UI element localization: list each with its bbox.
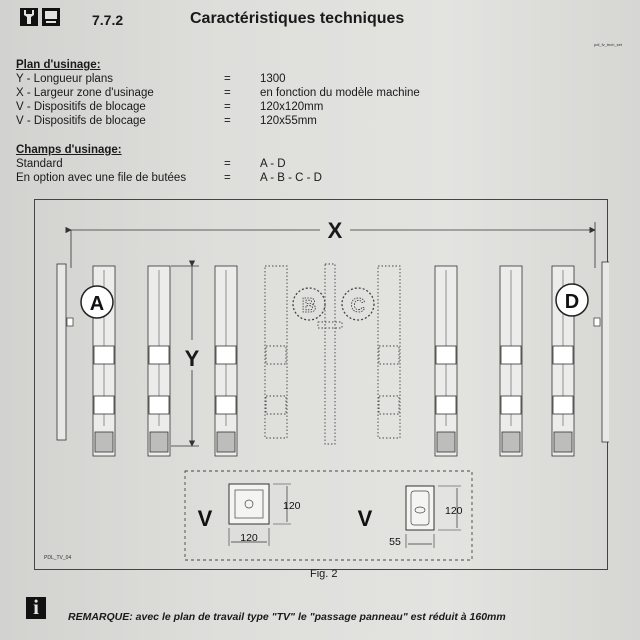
info-icon: i: [26, 595, 46, 619]
field-a-marker: A: [80, 285, 114, 319]
v-label-1: V: [198, 506, 213, 531]
vacuum-cup-120x120: V 120 120: [198, 483, 301, 546]
dim-120-width: 120: [240, 532, 258, 544]
spec-value: en fonction du modèle machine: [260, 87, 420, 99]
left-fence: [56, 263, 74, 441]
machine-table-figure: X Y: [34, 199, 612, 570]
spec-label: V - Dispositifs de blocage: [16, 115, 146, 127]
field-d-label: D: [565, 291, 579, 313]
spec-label: X - Largeur zone d'usinage: [16, 87, 154, 99]
blocking-devices-box: [184, 470, 473, 561]
right-fence: [593, 261, 612, 443]
y-label: Y: [185, 346, 200, 371]
section-number: 7.7.2: [92, 12, 124, 28]
x-dimension: X: [65, 218, 596, 268]
spec-label: En option avec une file de butées: [16, 172, 187, 184]
v-label-2: V: [358, 506, 373, 531]
spec-equals: =: [224, 73, 231, 85]
vacuum-cup-120x55: V 120 55: [358, 485, 463, 548]
spec-value: A - B - C - D: [260, 172, 322, 184]
console-2: [147, 265, 171, 457]
field-a-label: A: [90, 293, 104, 315]
wrench-icon: [20, 8, 38, 26]
console-optional-2: [377, 265, 401, 439]
remark-text: REMARQUE: avec le plan de travail type "…: [68, 611, 506, 623]
x-label: X: [328, 218, 343, 243]
y-dimension: Y: [171, 260, 200, 447]
page-title: Caractéristiques techniques: [190, 10, 405, 27]
field-c-label: C: [351, 295, 365, 317]
field-b-marker: B: [292, 287, 326, 321]
header-icons: [20, 8, 60, 26]
spec-equals: =: [224, 172, 231, 184]
spec-label: Y - Longueur plans: [16, 73, 113, 85]
plan-usinage-heading: Plan d'usinage:: [16, 59, 101, 71]
champs-usinage-heading: Champs d'usinage:: [16, 144, 122, 156]
console-5: [499, 265, 523, 457]
document-reference: pdl_fv_tech_set: [594, 42, 623, 47]
spec-equals: =: [224, 158, 231, 170]
console-4: [434, 265, 458, 457]
spec-label: V - Dispositifs de blocage: [16, 101, 146, 113]
console-optional-1: [264, 265, 288, 439]
spec-value: 1300: [260, 73, 286, 85]
spec-equals: =: [224, 115, 231, 127]
dim-120-height-2: 120: [445, 505, 463, 517]
figure-caption: Fig. 2: [310, 568, 338, 580]
field-d-marker: D: [555, 283, 589, 317]
info-glyph: i: [33, 595, 39, 619]
figure-reference: PDL_TV_04: [44, 555, 72, 561]
field-c-marker: C: [341, 287, 375, 321]
console-3: [214, 265, 238, 457]
figure-drawing: X Y: [56, 218, 612, 561]
dim-120-height: 120: [283, 500, 301, 512]
center-stop-rail: [317, 263, 343, 445]
spec-value: A - D: [260, 158, 286, 170]
spec-equals: =: [224, 101, 231, 113]
document-icon: [42, 8, 60, 26]
dim-55-width: 55: [389, 536, 401, 548]
console-1: [92, 265, 116, 457]
spec-value: 120x55mm: [260, 115, 317, 127]
field-b-label: B: [302, 295, 316, 317]
spec-value: 120x120mm: [260, 101, 324, 113]
spec-label: Standard: [16, 158, 63, 170]
spec-equals: =: [224, 87, 231, 99]
